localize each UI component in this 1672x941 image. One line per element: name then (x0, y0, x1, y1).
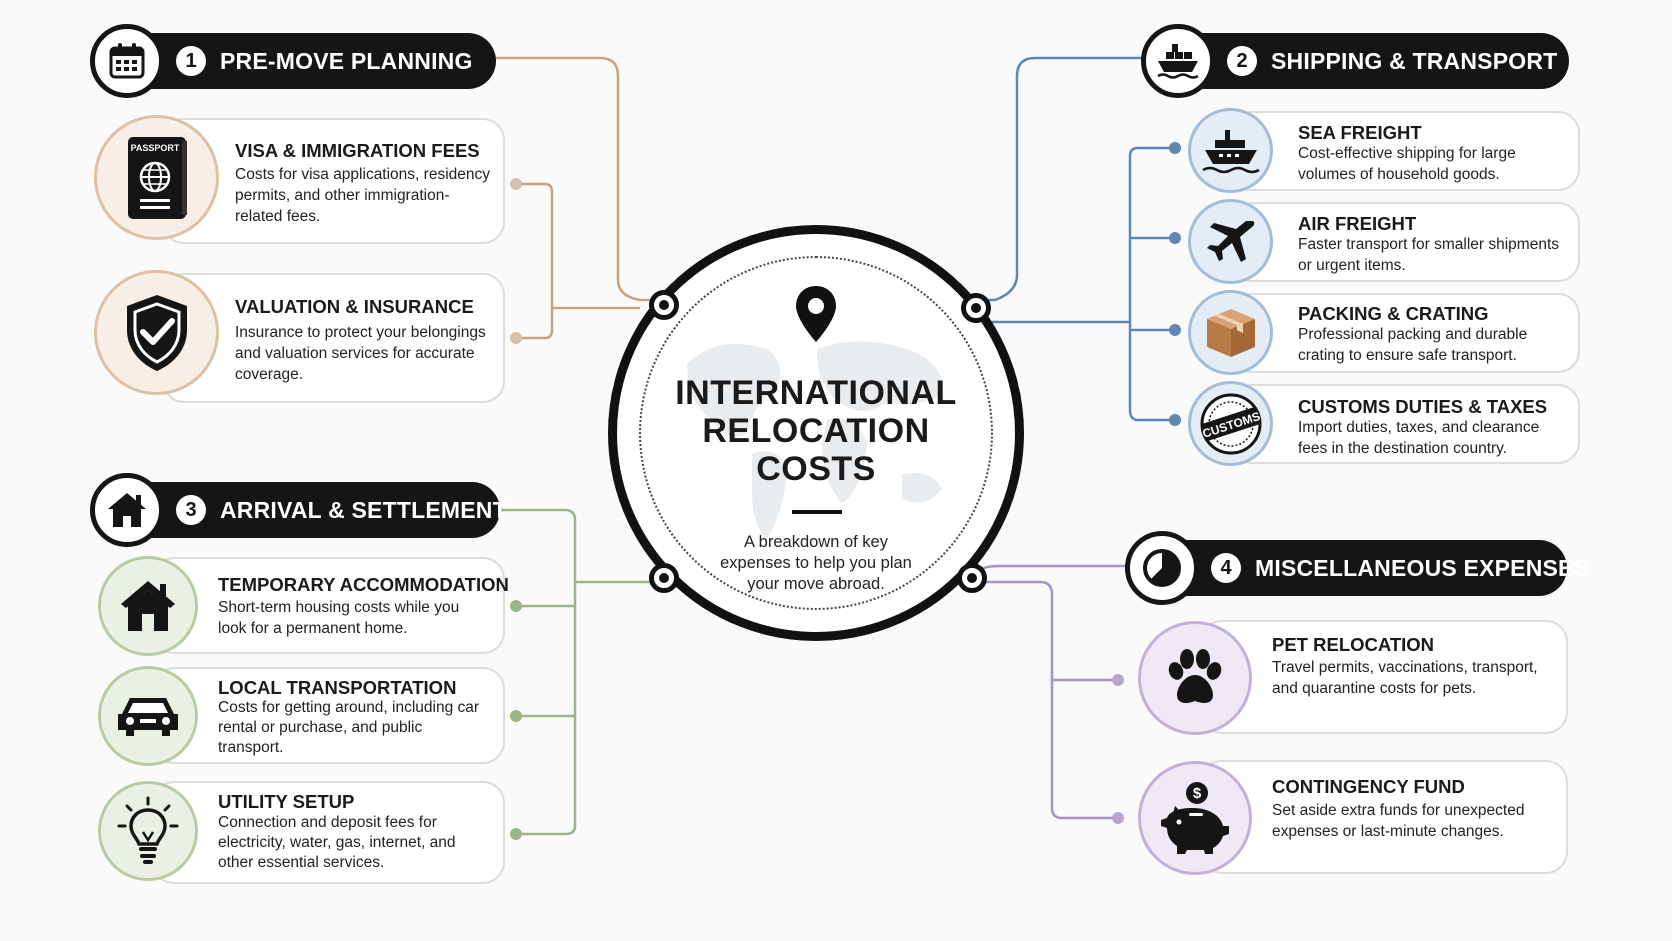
card-air-freight (1230, 202, 1580, 282)
card-description: Costs for getting around, including car … (218, 699, 480, 756)
center-title-line: RELOCATION (702, 412, 930, 450)
ship-icon (1201, 129, 1260, 173)
card-title: LOCAL TRANSPORTATION (218, 677, 457, 698)
card-valuation-insurance (162, 273, 505, 403)
card-packing-crating (1230, 293, 1580, 373)
card-icon-holder: PASSPORT (94, 115, 219, 240)
lightbulb-icon (117, 796, 179, 864)
section-number-badge: 2 (1227, 46, 1257, 76)
card-title: PET RELOCATION (1272, 634, 1435, 655)
house-icon (108, 493, 146, 527)
paw-icon (1168, 649, 1222, 703)
card-customs-duties-taxes (1230, 384, 1580, 464)
calendar-icon (109, 43, 145, 79)
card-icon-holder: CUSTOMS (1188, 381, 1273, 466)
cargo-ship-icon (1157, 44, 1199, 79)
card-description: Connection and deposit fees for electric… (218, 814, 456, 871)
section-icon-holder (90, 24, 164, 98)
card-title: AIR FREIGHT (1298, 213, 1417, 234)
card-sea-freight (1230, 111, 1580, 191)
card-title: VALUATION & INSURANCE (235, 296, 474, 317)
passport-label: PASSPORT (130, 143, 179, 153)
center-title-line: COSTS (756, 450, 876, 488)
card-visa-immigration-fees (162, 118, 505, 244)
map-pin-icon (796, 286, 836, 342)
section-title: PRE-MOVE PLANNING (220, 48, 473, 74)
card-icon-holder (1188, 108, 1273, 193)
box-icon (1206, 308, 1255, 357)
card-title: VISA & IMMIGRATION FEES (235, 140, 480, 161)
section-header-shipping-transport: 2 SHIPPING & TRANSPORT (1141, 24, 1569, 98)
section-title: SHIPPING & TRANSPORT (1271, 48, 1558, 74)
section-header-arrival-settlement: 3 ARRIVAL & SETTLEMENT (90, 473, 507, 547)
card-contingency-fund (1200, 760, 1568, 874)
card-icon-holder (1188, 290, 1273, 375)
card-temporary-accommodation (152, 557, 505, 654)
card-description: Insurance to protect your belongings and… (235, 324, 486, 383)
card-title: UTILITY SETUP (218, 791, 355, 812)
anchor-dot-tr (961, 293, 991, 323)
section-number-badge: 4 (1211, 553, 1241, 583)
section-icon-holder (1125, 531, 1199, 605)
center-divider (792, 510, 842, 514)
center-title: INTERNATIONAL RELOCATION COSTS (617, 374, 1015, 488)
dollar-coin-label: $ (1193, 785, 1202, 802)
card-description: Cost-effective shipping for large volume… (1298, 145, 1516, 183)
section-title: ARRIVAL & SETTLEMENT (220, 497, 507, 523)
center-subtitle: A breakdown of key expenses to help you … (720, 533, 912, 593)
card-title: PACKING & CRATING (1298, 303, 1489, 324)
card-description: Faster transport for smaller shipments o… (1298, 236, 1560, 274)
card-description: Set aside extra funds for unexpected exp… (1272, 802, 1525, 840)
section-number-badge: 3 (176, 495, 206, 525)
airplane-icon (1206, 220, 1254, 262)
piggy-bank-icon: $ (1161, 782, 1229, 854)
card-icon-holder (1188, 199, 1273, 284)
card-description: Professional packing and durable crating… (1298, 326, 1528, 364)
section-header-pre-move-planning: 1 PRE-MOVE PLANNING (90, 24, 496, 98)
card-description: Travel permits, vaccinations, transport,… (1272, 659, 1538, 697)
pie-chart-icon (1143, 549, 1181, 587)
section-icon-holder (90, 473, 164, 547)
passport-icon: PASSPORT (127, 136, 187, 219)
card-description: Costs for visa applications, residency p… (235, 166, 491, 225)
card-icon-holder (98, 781, 198, 881)
section-icon-holder (1141, 24, 1215, 98)
anchor-dot-br (957, 563, 987, 593)
customs-stamp-icon: CUSTOMS (1200, 393, 1261, 454)
card-icon-holder (98, 556, 198, 656)
card-title: CONTINGENCY FUND (1272, 776, 1465, 797)
shield-check-icon (126, 294, 187, 371)
card-title: CUSTOMS DUTIES & TAXES (1298, 396, 1548, 417)
home-icon (121, 581, 175, 631)
section-header-miscellaneous-expenses: 4 MISCELLANEOUS EXPENSES (1125, 531, 1589, 605)
card-icon-holder (94, 270, 219, 395)
anchor-dot-bl (649, 563, 679, 593)
center-title-line: INTERNATIONAL (675, 374, 957, 412)
card-pet-relocation (1200, 620, 1568, 734)
section-number-badge: 1 (176, 46, 206, 76)
car-icon (118, 698, 178, 736)
card-icon-holder: $ (1138, 761, 1252, 875)
card-icon-holder (98, 666, 198, 766)
anchor-dot-tl (649, 290, 679, 320)
card-title: SEA FREIGHT (1298, 122, 1422, 143)
card-description: Short-term housing costs while you look … (218, 599, 460, 637)
card-description: Import duties, taxes, and clearance fees… (1298, 419, 1540, 457)
card-title: TEMPORARY ACCOMMODATION (218, 574, 509, 595)
center-dashed-ring (639, 256, 993, 610)
section-title: MISCELLANEOUS EXPENSES (1255, 555, 1590, 581)
center-hub: INTERNATIONAL RELOCATION COSTS A breakdo… (608, 225, 1024, 641)
card-icon-holder (1138, 621, 1252, 735)
